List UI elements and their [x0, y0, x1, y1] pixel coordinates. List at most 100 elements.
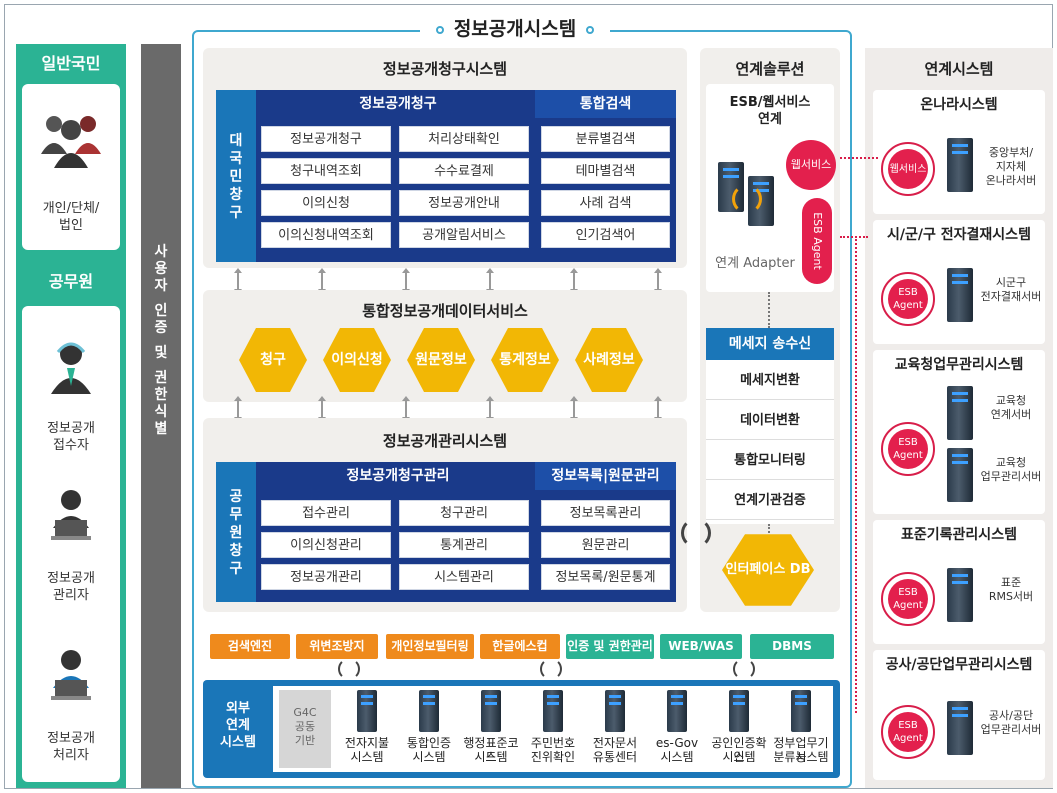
server-icon	[357, 690, 377, 732]
request-menu-button[interactable]: 이의신청	[261, 190, 391, 216]
vertical-char: 별	[154, 421, 168, 437]
server-icon	[543, 690, 563, 732]
search-menu-button[interactable]: 사례 검색	[541, 190, 670, 216]
request-menu-button[interactable]: 공개알림서비스	[399, 222, 529, 248]
vertical-char: 구	[229, 205, 243, 221]
request-menu-button[interactable]: 처리상태확인	[399, 126, 529, 152]
server-icon	[947, 448, 973, 502]
list-menu-button[interactable]: 정보목록/원문통계	[541, 564, 670, 590]
esb-connector	[840, 236, 868, 238]
server-label: 업무관리서버	[980, 470, 1042, 483]
vertical-char	[141, 362, 181, 370]
esb-label-1: ESB/웹서비스	[729, 95, 811, 110]
vertical-char: 권	[154, 370, 168, 386]
vertical-char: 증	[154, 320, 168, 336]
mgmt-menu-button[interactable]: 통계관리	[399, 532, 529, 558]
mgmt-menu-button[interactable]: 이의신청관리	[261, 532, 391, 558]
mgmt-menu-button[interactable]: 접수관리	[261, 500, 391, 526]
server-label: 업무관리서버	[980, 723, 1042, 736]
message-item: 연계기관검증	[706, 482, 834, 520]
external-system-label: 시스템	[722, 750, 756, 764]
g4c-label: G4C 공동 기반	[279, 706, 331, 748]
role-label-2b: 관리자	[53, 588, 89, 603]
external-system-label: 전자지불	[344, 736, 390, 750]
search-section-header: 통합검색	[535, 90, 676, 118]
role-label-3a: 정보공개	[47, 731, 95, 746]
infra-tag: 검색엔진	[210, 634, 290, 659]
badge-line: ESB	[898, 587, 918, 598]
request-menu-button[interactable]: 정보공개안내	[399, 190, 529, 216]
diagram-title: 정보공개시스템	[420, 14, 610, 44]
vertical-char	[141, 337, 181, 345]
sync-cycle-icon	[540, 658, 562, 680]
webservice-connector	[840, 157, 878, 159]
vertical-char: 인	[154, 303, 168, 319]
external-system-label: 시스템	[474, 750, 508, 764]
request-system-title: 정보공개청구시스템	[382, 60, 508, 78]
message-header: 메세지 송수신	[706, 328, 834, 360]
external-label: 외부 연계 시스템	[203, 700, 273, 751]
list-menu-button[interactable]: 정보목록관리	[541, 500, 670, 526]
official-header: 공무원	[48, 272, 94, 291]
sync-cycle-icon	[681, 518, 711, 548]
vertical-char	[141, 295, 181, 303]
search-menu-button[interactable]: 인기검색어	[541, 222, 670, 248]
external-label-2: 연계	[226, 718, 250, 733]
request-menu-button[interactable]: 수수료결제	[399, 158, 529, 184]
server-label: RMS서버	[988, 590, 1034, 603]
external-system-label: 유통센터	[592, 750, 638, 764]
esb-trunk-connector	[855, 236, 857, 713]
badge-line: ESB	[898, 720, 918, 731]
infra-tag: 위변조방지	[296, 634, 378, 659]
official-user-card: 정보공개 접수자 정보공개 관리자 정보공개 처리자	[22, 306, 120, 782]
updown-arrow-icon	[318, 396, 326, 422]
g4c-label-3: 기반	[294, 734, 316, 747]
connector-badge: 웹서비스	[881, 142, 935, 196]
g4c-label-1: G4C	[293, 706, 317, 719]
linked-system-title: 공사/공단업무관리시스템	[885, 657, 1033, 673]
public-user-card: 개인/단체/ 법인	[22, 84, 120, 250]
search-menu-button[interactable]: 테마별검색	[541, 158, 670, 184]
updown-arrow-icon	[234, 268, 242, 294]
infra-tag: DBMS	[750, 634, 834, 659]
mgmt-menu-button[interactable]: 시스템관리	[399, 564, 529, 590]
updown-arrow-icon	[654, 396, 662, 422]
badge-line: Agent	[893, 450, 923, 461]
request-menu-button[interactable]: 이의신청내역조회	[261, 222, 391, 248]
external-system-label: 통합인증	[406, 736, 452, 750]
search-menu-button[interactable]: 분류별검색	[541, 126, 670, 152]
request-menu-button[interactable]: 정보공개청구	[261, 126, 391, 152]
call-agent-icon	[51, 342, 91, 394]
user-column: 일반국민 개인/단체/ 법인 공무원 정보공개 접수자 정보공개 관리자 정보공…	[16, 44, 126, 788]
g4c-label-2: 공동	[294, 720, 316, 733]
external-label-1: 외부	[226, 701, 250, 716]
vertical-char: 및	[154, 345, 168, 361]
adapter-label: 연계 Adapter	[715, 256, 795, 271]
request-menu-button[interactable]: 청구내역조회	[261, 158, 391, 184]
webservice-badge: 웹서비스	[786, 140, 836, 190]
server-label: 지자체	[995, 160, 1027, 173]
badge-line: ESB	[898, 437, 918, 448]
mgmt-menu-button[interactable]: 청구관리	[399, 500, 529, 526]
linkage-title: 연계솔루션	[735, 60, 805, 78]
mgmt-menu-button[interactable]: 정보공개관리	[261, 564, 391, 590]
data-hex: 사례정보	[575, 328, 643, 392]
list-menu-button[interactable]: 원문관리	[541, 532, 670, 558]
role-label-2a: 정보공개	[47, 571, 95, 586]
vertical-char: 창	[229, 543, 243, 559]
server-label: 중앙부처/	[988, 146, 1034, 159]
g4c-box: G4C 공동 기반	[279, 690, 331, 768]
esb-agent-label: ESB Agent	[811, 212, 824, 270]
connector-badge: ESB Agent	[881, 422, 935, 476]
